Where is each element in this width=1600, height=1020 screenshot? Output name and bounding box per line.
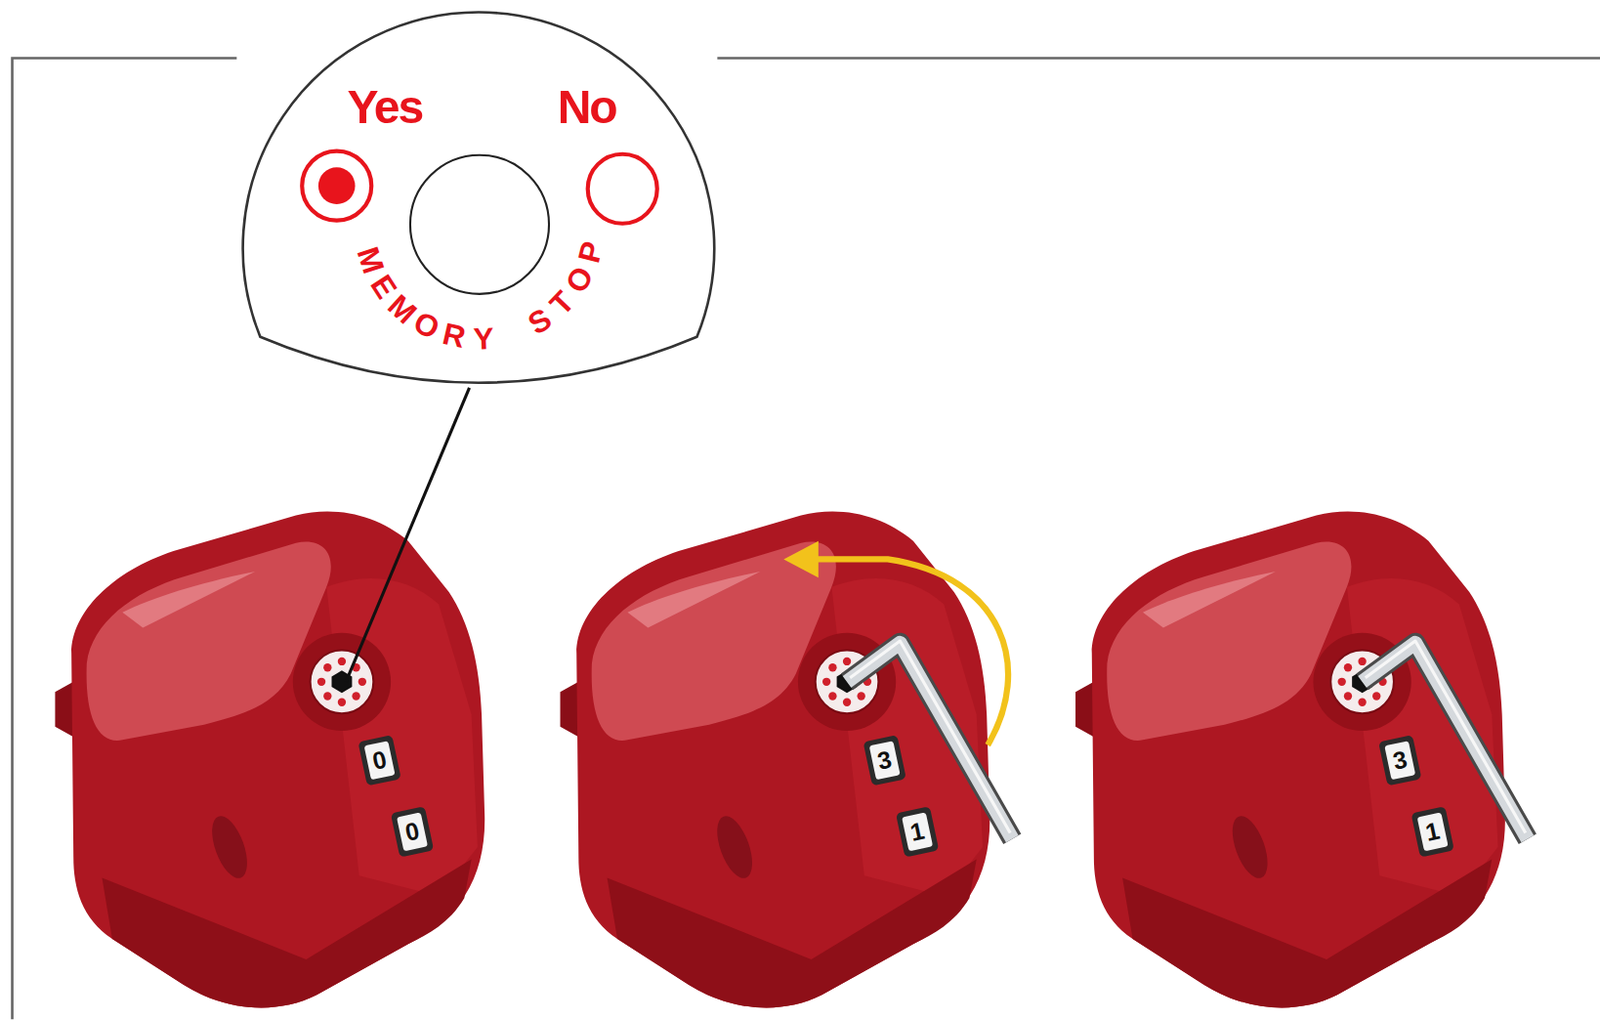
digit-window	[357, 734, 1454, 857]
yes-indicator-ring	[301, 151, 372, 221]
arc-letter: Y	[472, 323, 495, 355]
rotation-arrowhead	[783, 541, 819, 579]
arc-letter: T	[545, 286, 581, 321]
arc-letter: R	[440, 318, 469, 354]
yes-label: Yes	[324, 84, 445, 131]
leader-line	[345, 387, 469, 682]
lock-body	[560, 511, 991, 1009]
memory-stop-callout: YesNoMEMORY STOP	[241, 10, 717, 386]
keyhole-zoom	[410, 155, 549, 295]
lock-body	[54, 511, 485, 1009]
arc-letter: P	[573, 238, 608, 266]
arc-letter	[504, 318, 521, 351]
arc-letter: M	[352, 243, 390, 278]
yes-indicator-dot	[318, 167, 356, 205]
memory-stop-label: MEMORY STOP	[241, 10, 717, 386]
no-indicator-ring	[588, 154, 658, 224]
callout-circle	[243, 12, 716, 383]
arc-letter: O	[560, 261, 599, 297]
hex-key	[846, 640, 1528, 840]
arc-letter: S	[522, 303, 556, 341]
lock-body	[1075, 511, 1506, 1009]
no-label: No	[526, 84, 647, 131]
